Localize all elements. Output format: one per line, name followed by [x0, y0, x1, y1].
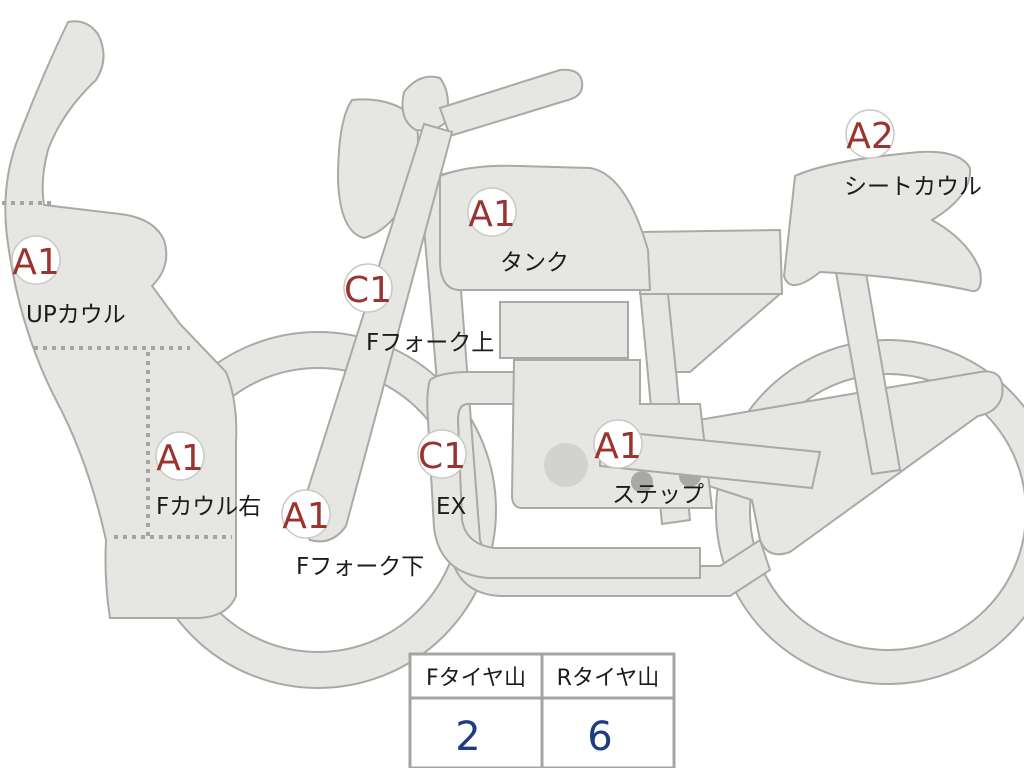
badge-up-cowl: A1	[11, 235, 61, 285]
label-seat-cowl: シートカウル	[844, 174, 982, 200]
front-tire-value: 2	[455, 714, 480, 760]
seat	[639, 228, 784, 295]
badge-code: A1	[12, 242, 60, 283]
badge-f-cowl-right: A1	[155, 431, 205, 481]
cowl-section-lines	[2, 201, 232, 539]
front-tire-header: Fタイヤ山	[426, 666, 526, 691]
badge-exhaust: C1	[417, 429, 467, 479]
label-step: ステップ	[612, 482, 704, 508]
badge-seat-cowl: A2	[845, 109, 895, 159]
badge-f-fork-lower: A1	[281, 489, 331, 539]
rear-tire-header: Rタイヤ山	[557, 666, 660, 691]
label-tank: タンク	[500, 250, 569, 276]
label-f-fork-lower: Fフォーク下	[296, 554, 424, 580]
badge-step: A1	[593, 419, 643, 469]
badge-code: C1	[344, 270, 392, 311]
badge-code: A2	[846, 116, 894, 157]
handlebar	[438, 68, 584, 138]
rear-tire-value: 6	[587, 714, 612, 760]
tire-tread-table: Fタイヤ山 Rタイヤ山 2 6	[408, 652, 676, 768]
label-f-fork-upper: Fフォーク上	[366, 330, 494, 356]
label-f-cowl-right: Fカウル右	[156, 494, 261, 520]
badge-f-fork-upper: C1	[343, 263, 393, 313]
label-exhaust: EX	[436, 494, 467, 520]
badge-code: A1	[282, 496, 330, 537]
badge-code: A1	[156, 438, 204, 479]
badge-code: C1	[418, 436, 466, 477]
side-cover	[666, 293, 783, 373]
label-up-cowl: UPカウル	[26, 302, 126, 328]
meter	[401, 75, 449, 132]
badge-code: A1	[468, 194, 516, 235]
exhaust-pipe	[426, 371, 701, 579]
swing-arm	[638, 370, 1004, 556]
badge-tank: A1	[467, 187, 517, 237]
seat-cowl-shape	[782, 150, 982, 292]
badge-code: A1	[594, 426, 642, 467]
